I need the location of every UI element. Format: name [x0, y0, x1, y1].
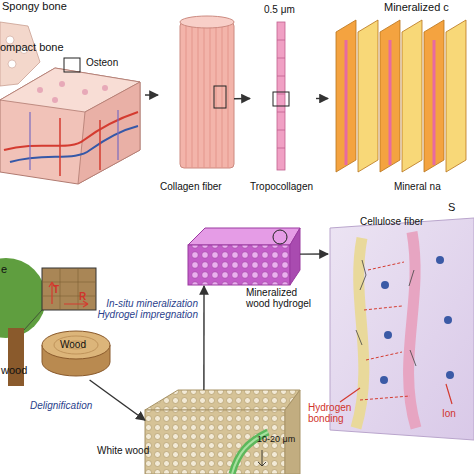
node-label: Hydrogen bonding — [308, 402, 358, 424]
process-arrow — [300, 253, 328, 255]
ion — [384, 331, 392, 339]
collagen-fiber — [180, 16, 234, 168]
node-label: Ion — [442, 408, 456, 419]
hydrogel-panel: Mineralized wood hydrogel — [188, 228, 300, 286]
tree-canopy — [0, 258, 46, 338]
tropocollagen-panel: 0.5 μm Tropocollagen — [250, 0, 316, 197]
bone-panel: Spongy bone ompact boneOsteon — [0, 0, 145, 190]
node-label: Mineral na — [394, 181, 441, 192]
fibril-lines — [186, 24, 228, 168]
process-step-label: In-situ mineralization Hydrogel impregna… — [86, 298, 198, 320]
direction-arrow — [49, 282, 88, 307]
node-label: ompact bone — [0, 42, 64, 53]
fiber-body — [180, 22, 234, 168]
trabecular-pore — [8, 60, 16, 68]
block-side — [290, 228, 300, 285]
osteon-dot — [82, 89, 88, 95]
osteon-dot — [37, 87, 43, 93]
osteon-dot — [102, 85, 108, 91]
node-label: 0.5 μm — [264, 4, 295, 15]
ion — [436, 256, 444, 264]
process-arrow — [203, 286, 205, 390]
wood-grain — [42, 268, 96, 310]
tree-panel: eWood wood — [0, 262, 112, 380]
mineral-plate — [358, 20, 378, 172]
strip-body — [277, 22, 285, 170]
process-arrow — [316, 98, 328, 99]
mineral-panel: Mineralized c Mineral na — [328, 0, 474, 197]
process-arrow — [234, 98, 250, 100]
node-label: Wood — [60, 339, 86, 350]
block-side — [285, 390, 300, 474]
node-label: 10-20 μm — [257, 434, 295, 445]
axis-letter: R — [79, 291, 86, 302]
structure-box: SCellulose fiberHydrogen bondingIon — [328, 200, 474, 440]
node-label: Tropocollagen — [250, 181, 313, 192]
block-top — [145, 390, 300, 410]
block-top — [188, 228, 300, 245]
structure-panel — [330, 218, 474, 440]
process-step-label: Delignification — [30, 400, 92, 411]
dimension-mark — [258, 450, 266, 466]
ion — [444, 316, 452, 324]
strip-bands — [277, 40, 285, 148]
ion — [446, 371, 454, 379]
bone-section — [0, 22, 140, 184]
cellulose-fiber — [409, 232, 416, 428]
hydrogen-bond — [360, 262, 410, 400]
wood-cube — [42, 268, 96, 310]
panel-background — [330, 218, 474, 440]
fiber-crack — [356, 260, 416, 366]
spongy-bone — [0, 22, 40, 86]
collagen-segment — [346, 40, 434, 165]
blood-vessel — [10, 126, 138, 162]
compact-bone — [0, 68, 140, 184]
bone-side-face — [78, 82, 140, 184]
node-label: Collagen fiber — [160, 181, 222, 192]
zoom-box — [64, 58, 80, 72]
node-label: S — [448, 202, 455, 213]
axis-letter: T — [53, 284, 59, 295]
mineral-plate — [402, 20, 422, 172]
white-wood-panel: White wood10-20 μm — [145, 390, 300, 474]
tropocollagen-strip — [273, 22, 289, 170]
osteon-dot — [52, 97, 58, 103]
node-label: Mineralized wood hydrogel — [246, 287, 318, 309]
node-label: Spongy bone — [2, 1, 67, 12]
mineralized-collagen — [336, 20, 466, 172]
process-arrow — [90, 380, 145, 420]
inset-leader — [24, 310, 42, 330]
block-front — [188, 245, 290, 285]
tree-trunk — [8, 328, 24, 386]
node-label: Osteon — [86, 57, 118, 68]
node-label: White wood — [97, 445, 149, 456]
node-label: Cellulose fiber — [360, 216, 423, 227]
tree — [0, 258, 110, 386]
fiber-end — [180, 16, 234, 28]
hydrogel-block — [188, 228, 300, 285]
zoom-circle — [273, 230, 287, 244]
white-wood-block — [145, 390, 300, 474]
osteon-dot — [59, 81, 65, 87]
zoom-box — [214, 86, 226, 108]
ion — [381, 281, 389, 289]
fiber-panel: Collagen fiber — [158, 15, 234, 197]
zoom-box — [273, 92, 289, 106]
mineral-plate — [446, 20, 466, 172]
pointer-line — [340, 384, 452, 404]
log-disk — [42, 331, 110, 359]
process-arrow — [145, 94, 158, 95]
blood-vessel — [60, 118, 100, 176]
ion — [380, 376, 388, 384]
growth-ring — [54, 336, 98, 354]
node-label: wood — [1, 365, 27, 376]
node-label: e — [1, 264, 7, 275]
node-label: Mineralized c — [384, 2, 449, 13]
blood-vessel — [30, 110, 118, 170]
